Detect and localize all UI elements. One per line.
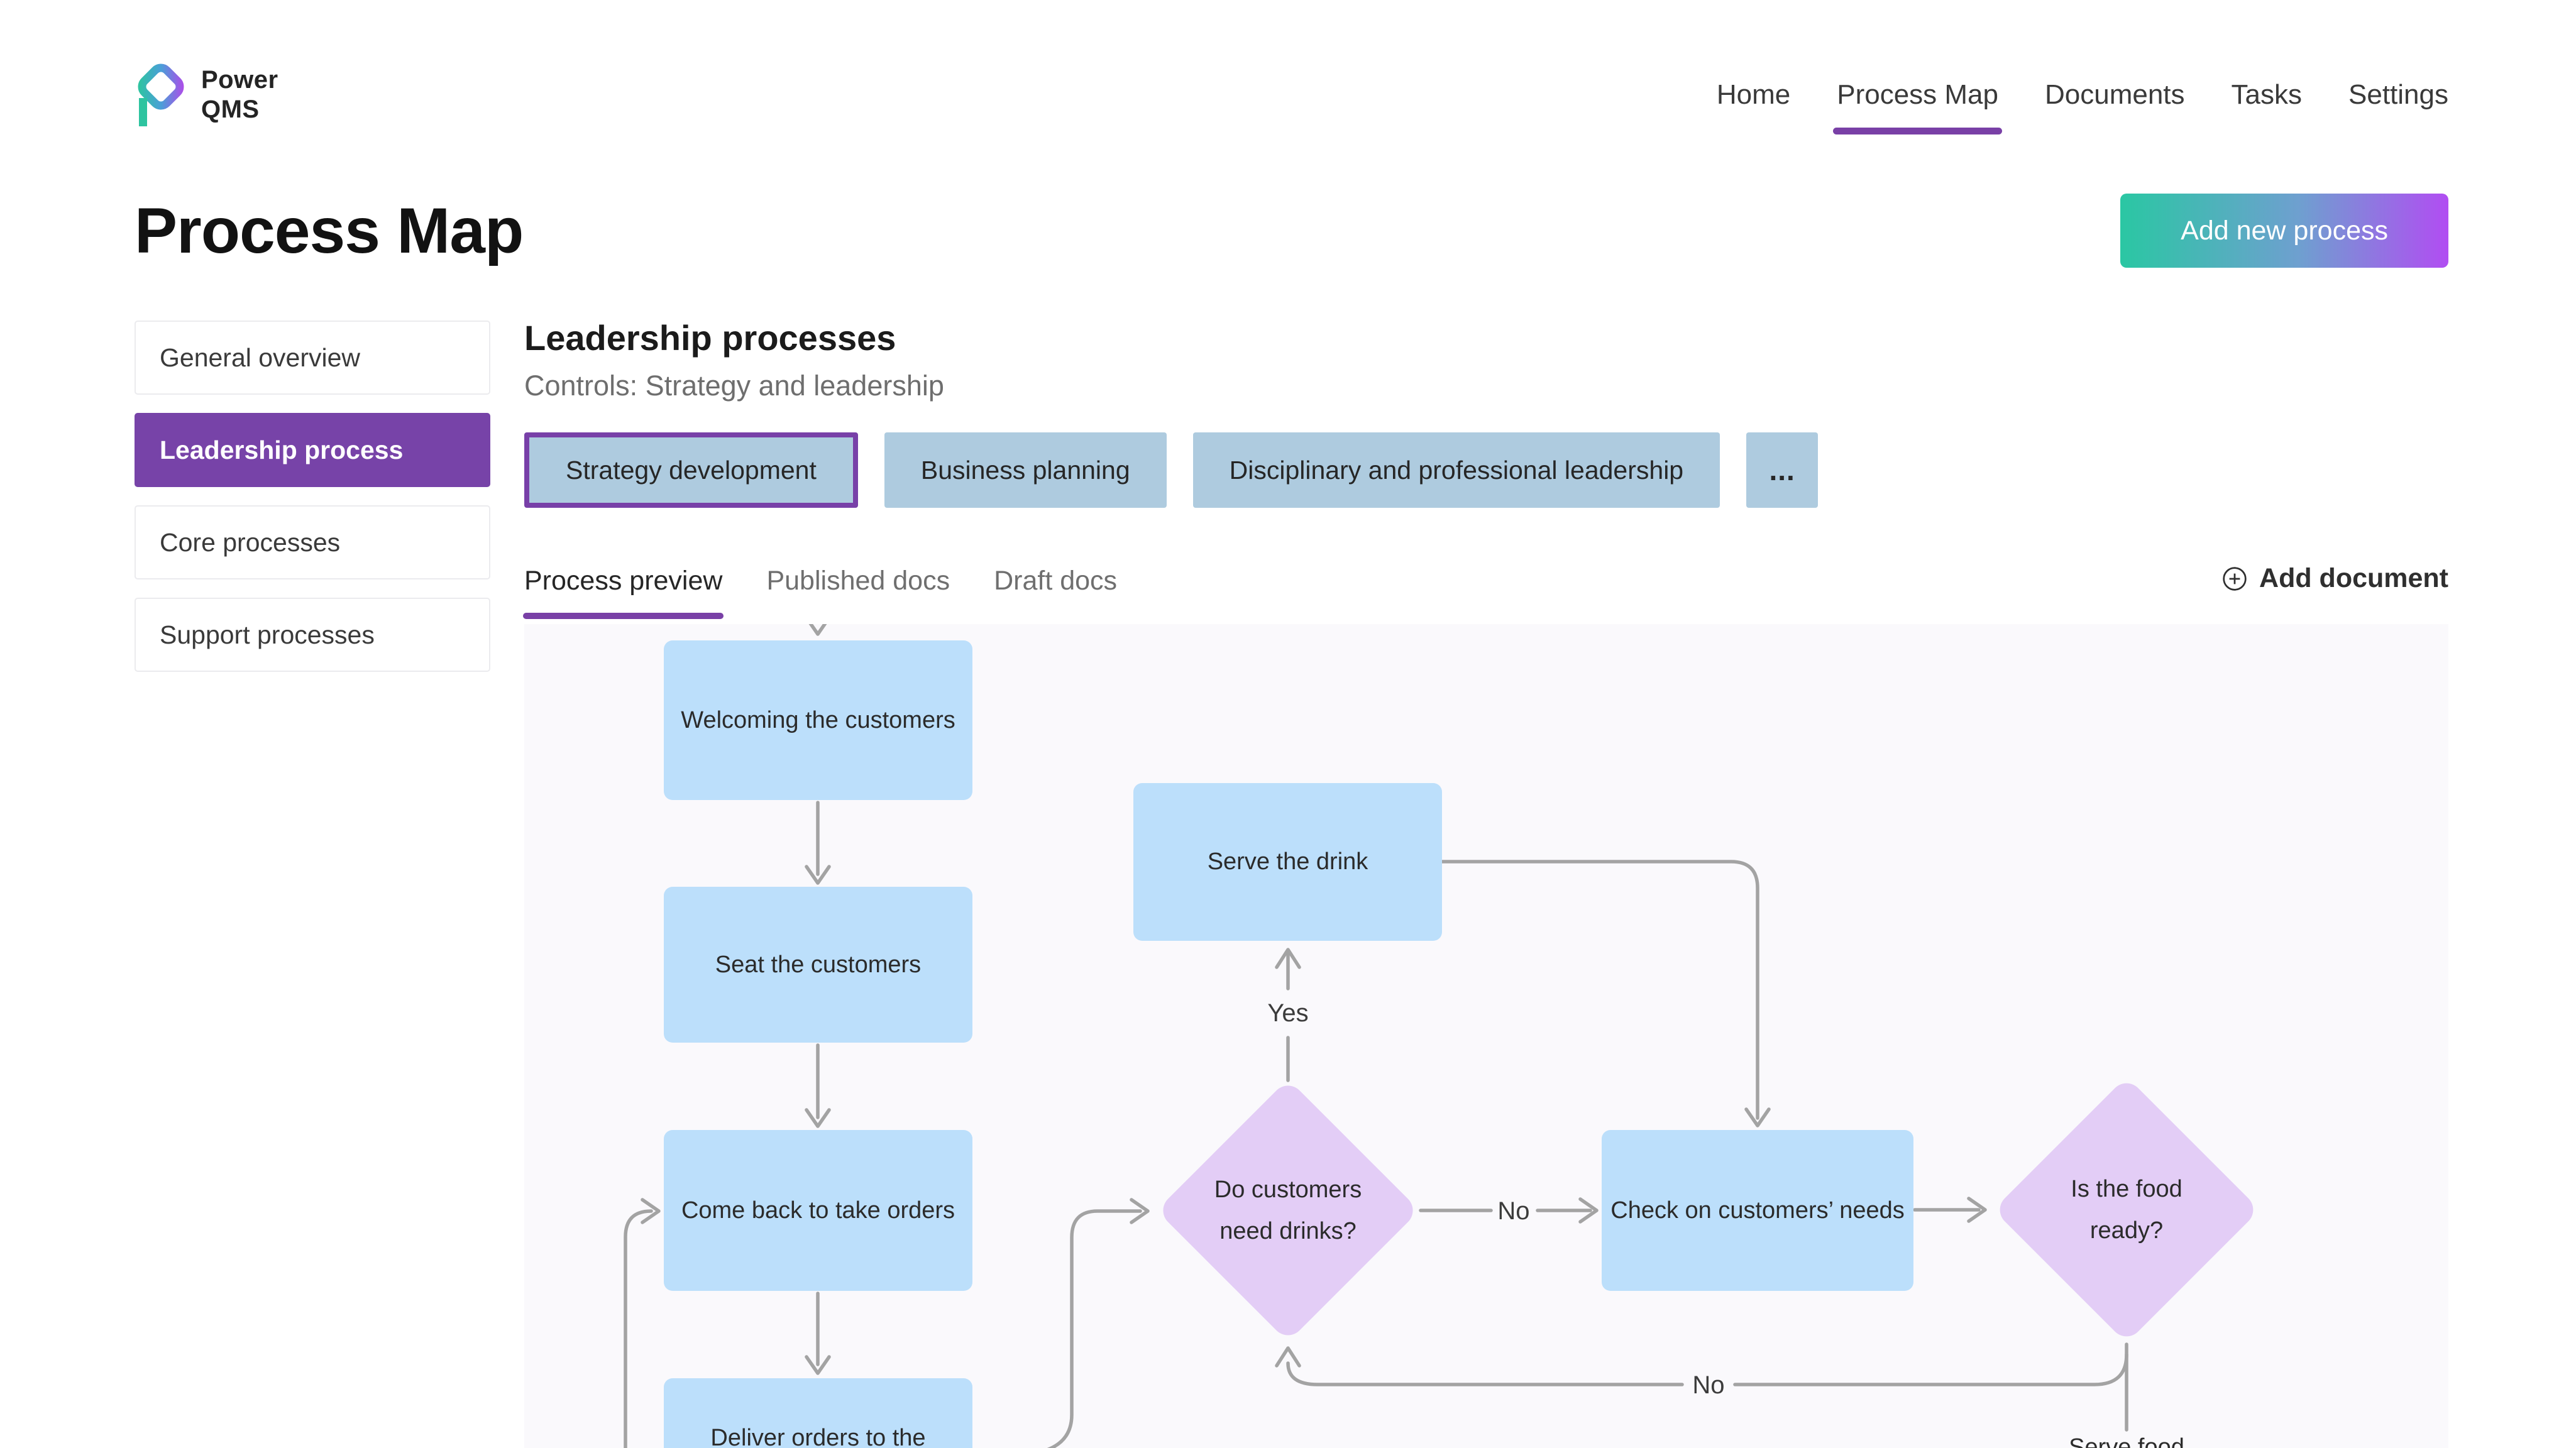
tab-published-docs-label: Published docs [766,566,950,596]
section-subtitle: Controls: Strategy and leadership [524,370,944,402]
tab-published-docs[interactable]: Published docs [766,566,950,619]
top-bar: Power QMS Home Process Map Documents Tas… [135,54,2448,136]
nav-item-settings-label: Settings [2348,79,2448,110]
nav-item-process-map[interactable]: Process Map [1833,79,2002,134]
edge-no-food-right [1733,1352,2128,1386]
power-qms-logo-icon [138,63,184,126]
edge-no-food-arrowhead [1275,1346,1301,1368]
flow-node-deliver-orders-label: Deliver orders to the [710,1424,926,1448]
process-chips: Strategy development Business planning D… [524,432,2448,508]
flow-node-check-needs[interactable]: Check on customers’ needs [1602,1130,1913,1291]
nav-item-home-label: Home [1716,79,1791,110]
tab-process-preview-label: Process preview [524,566,723,596]
circle-plus-icon [2223,566,2247,591]
edge-loop-drinks [1047,1209,1142,1448]
edge-welcoming-seat-arrowhead [805,865,831,885]
title-row: Process Map Add new process [135,194,2448,268]
edge-loop-comeback-arrowhead [641,1198,661,1224]
edge-loop-drinks-arrowhead [1130,1198,1150,1224]
sidebar-item-leadership-process[interactable]: Leadership process [135,413,490,487]
tab-draft-docs[interactable]: Draft docs [994,566,1117,619]
tab-draft-docs-label: Draft docs [994,566,1118,596]
edge-comeback-deliver-arrowhead [805,1355,831,1375]
tab-process-preview[interactable]: Process preview [523,566,724,619]
main-nav: Home Process Map Documents Tasks Setting… [1717,79,2448,134]
process-preview-canvas: Yes No No Welcoming the customers Seat t… [524,624,2448,1448]
nav-item-documents-label: Documents [2044,79,2185,110]
chip-more-ellipsis[interactable]: ... [1746,432,1819,508]
edge-servedrink-check [1440,860,1759,1120]
flow-node-serve-drink[interactable]: Serve the drink [1133,783,1442,941]
flow-node-deliver-orders[interactable]: Deliver orders to the [664,1378,972,1448]
sidebar-item-core-processes[interactable]: Core processes [135,505,490,579]
chip-business-planning[interactable]: Business planning [884,432,1167,508]
nav-item-home[interactable]: Home [1717,79,1790,111]
edge-yes-arrowhead [1275,948,1301,969]
tab-active-underline [523,613,724,619]
flow-node-welcoming-customers-label: Welcoming the customers [681,706,955,733]
flow-node-check-needs-label: Check on customers’ needs [1610,1197,1905,1224]
sidebar-item-general-overview[interactable]: General overview [135,321,490,395]
nav-item-settings[interactable]: Settings [2348,79,2448,111]
edge-entry-arrowhead [808,624,827,636]
flow-node-come-back-orders-label: Come back to take orders [681,1197,955,1224]
brand-name-line1: Power [201,66,278,94]
process-groups-sidebar: General overview Leadership process Core… [135,321,490,690]
add-document-button[interactable]: Add document [2221,563,2448,594]
flow-node-serve-food-label[interactable]: Serve food [2069,1434,2184,1448]
flow-node-seat-customers[interactable]: Seat the customers [664,887,972,1043]
edge-no-food-left [1286,1361,1684,1386]
flow-node-welcoming-customers[interactable]: Welcoming the customers [664,640,972,800]
edge-no-drinks-arrowhead [1578,1197,1599,1224]
add-document-label: Add document [2259,563,2448,593]
chip-disciplinary-leadership[interactable]: Disciplinary and professional leadership [1192,432,1720,508]
edge-seat-comeback-arrowhead [805,1108,831,1128]
main-panel: Leadership processes Controls: Strategy … [523,317,2448,619]
flow-node-seat-customers-label: Seat the customers [715,951,922,978]
tabs-row: Process preview Published docs Draft doc… [523,563,2448,619]
sidebar-item-support-processes[interactable]: Support processes [135,598,490,672]
flow-connectors: Yes No No [624,624,2128,1448]
nav-item-tasks[interactable]: Tasks [2232,79,2302,111]
chip-strategy-development[interactable]: Strategy development [524,432,858,508]
nav-item-process-map-label: Process Map [1837,79,1998,110]
page-title: Process Map [135,194,524,266]
edge-label-no-drinks: No [1497,1197,1529,1225]
brand-name: Power QMS [201,65,278,124]
add-new-process-button[interactable]: Add new process [2120,194,2448,268]
edge-label-no-food: No [1692,1371,1724,1399]
brand-name-line2: QMS [201,96,260,123]
brand: Power QMS [135,62,278,128]
nav-item-tasks-label: Tasks [2231,79,2303,110]
flow-node-serve-drink-label: Serve the drink [1207,848,1368,875]
edge-check-food-arrowhead [1967,1197,1987,1223]
nav-active-underline [1833,128,2002,134]
edge-servedrink-check-arrowhead [1744,1107,1771,1127]
nav-item-documents[interactable]: Documents [2045,79,2185,111]
section-title: Leadership processes [524,318,896,358]
edge-label-yes: Yes [1267,999,1308,1027]
edge-loop-comeback [624,1209,653,1448]
flow-node-come-back-orders[interactable]: Come back to take orders [664,1130,972,1291]
